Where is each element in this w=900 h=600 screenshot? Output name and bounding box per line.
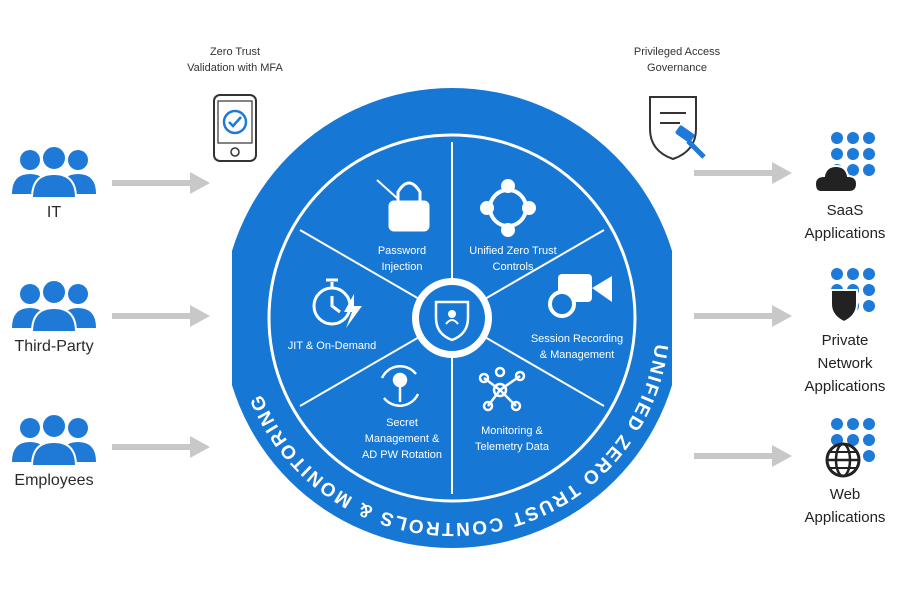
lock-icon [376,179,430,232]
arrow-it [112,172,210,194]
actor-label: IT [46,204,62,221]
app-web: Web Applications [790,416,900,529]
segment-password-injection[interactable]: Password Injection [377,245,427,273]
arrow-employees [112,436,210,458]
stopwatch-icon [312,278,362,328]
network-nodes-icon [478,366,526,412]
segment-secret-management[interactable]: Secret Management & AD PW Rotation [361,417,443,461]
app-label: Private Network Applications [804,332,886,395]
arrow-third-party [112,305,210,327]
people-group-icon [12,280,96,332]
arrow-web [694,445,792,467]
actor-it: IT [0,146,108,222]
people-group-icon [12,414,96,466]
shield-icon [830,268,875,324]
caption-mfa: Zero Trust Validation with MFA [187,46,283,74]
video-camera-icon [548,274,612,318]
segment-unified-controls[interactable]: Unified Zero Trust Controls [469,245,557,273]
arrow-private-network [694,305,792,327]
actor-label: Employees [14,472,94,489]
app-private-network: Private Network Applications [790,266,900,398]
cloud-icon [813,132,875,193]
people-group-icon [12,146,96,198]
globe-icon [825,418,875,478]
caption-pag: Privileged Access Governance [633,46,721,74]
key-rotation-icon [380,365,420,407]
arrow-saas [694,162,792,184]
app-label: Web Applications [804,486,886,526]
segment-session-recording[interactable]: Session Recording & Management [530,333,624,361]
zero-trust-wheel: UNIFIED ZERO TRUST CONTROLS & MONITORING [232,88,672,548]
phone-check-icon [213,94,257,162]
app-saas: SaaS Applications [790,130,900,245]
document-gavel-icon [649,96,706,161]
segment-monitoring-telemetry[interactable]: Monitoring & Telemetry Data [475,425,549,453]
actor-employees: Employees [0,414,108,490]
ring-controls-icon [480,179,536,237]
app-label: SaaS Applications [804,202,886,242]
actor-label: Third-Party [14,338,94,355]
actor-third-party: Third-Party [0,280,108,356]
segment-jit-on-demand[interactable]: JIT & On-Demand [287,340,377,352]
